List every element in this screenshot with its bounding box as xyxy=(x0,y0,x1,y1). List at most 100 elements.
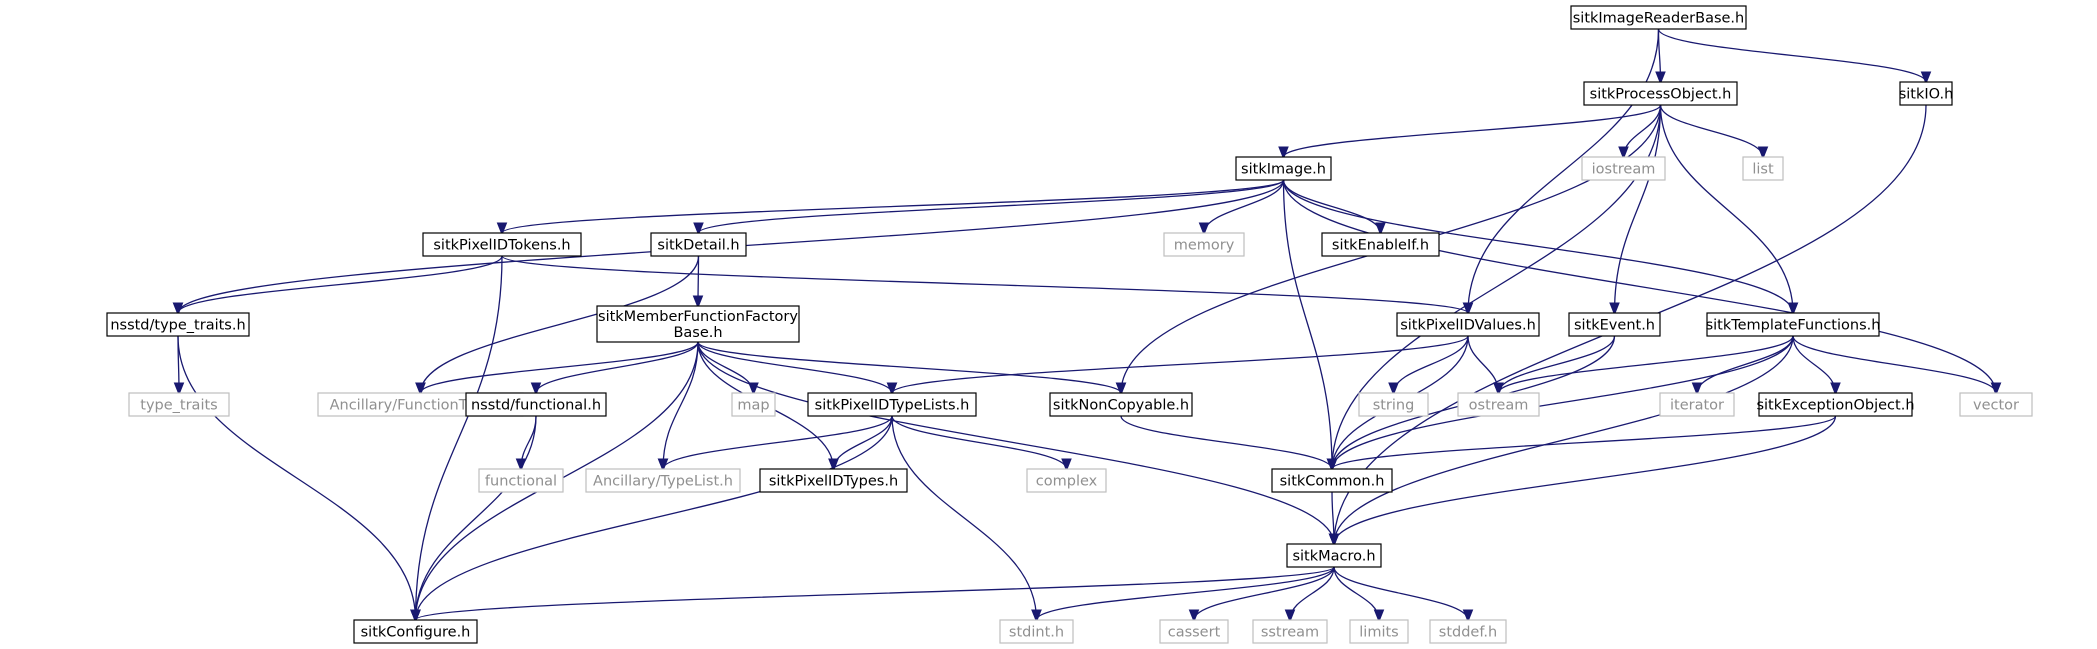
edge-macro-to-stdint xyxy=(1037,566,1335,620)
node-typelist-box xyxy=(585,468,741,493)
node-pixelidvalues-label: sitkPixelIDValues.h xyxy=(1400,318,1536,334)
node-configure[interactable]: sitkConfigure.h xyxy=(353,619,478,644)
node-common[interactable]: sitkCommon.h xyxy=(1271,468,1393,493)
node-pixelidtokens[interactable]: sitkPixelIDTokens.h xyxy=(422,232,582,257)
node-ostream: ostream xyxy=(1457,392,1540,417)
edge-macro-to-cassert xyxy=(1194,566,1335,620)
node-image-box xyxy=(1235,156,1332,181)
node-macro-box xyxy=(1286,543,1382,568)
edge-functional_h-to-functional xyxy=(521,415,537,469)
edge-exceptionobject-to-common xyxy=(1332,415,1837,469)
edge-image-to-vector xyxy=(1282,179,1997,393)
edge-root-to-pixelidvalues xyxy=(1468,28,1660,313)
node-templatefunctions-label: sitkTemplateFunctions.h xyxy=(1706,318,1881,334)
node-vector: vector xyxy=(1959,392,2033,417)
node-image-label: sitkImage.h xyxy=(1241,162,1326,178)
edge-processobject-to-image xyxy=(1284,104,1662,157)
node-functional_h[interactable]: nsstd/functional.h xyxy=(465,392,607,417)
node-event-box xyxy=(1568,312,1661,337)
node-pixelidtypelists-label: sitkPixelIDTypeLists.h xyxy=(815,398,970,414)
node-detail-label: sitkDetail.h xyxy=(657,238,739,254)
node-cassert: cassert xyxy=(1159,619,1229,644)
edges-layer xyxy=(177,28,1997,620)
node-image[interactable]: sitkImage.h xyxy=(1235,156,1332,181)
edge-macro-to-limits xyxy=(1333,566,1379,620)
edge-noncopyable-to-common xyxy=(1120,415,1332,469)
node-iostream-box xyxy=(1581,156,1666,181)
node-map-box xyxy=(731,392,776,417)
edge-mffb-to-functiontraits xyxy=(421,341,699,393)
node-iterator-label: iterator xyxy=(1670,398,1724,414)
edge-templatefunctions-to-iterator xyxy=(1697,335,1794,393)
node-memory: memory xyxy=(1163,232,1245,257)
node-list: list xyxy=(1742,156,1784,181)
edge-pixelidtypelists-to-configure xyxy=(416,415,893,620)
node-functional_h-box xyxy=(465,392,607,417)
node-type_traits-box xyxy=(128,392,230,417)
node-root[interactable]: sitkImageReaderBase.h xyxy=(1570,5,1747,30)
node-enableif[interactable]: sitkEnableIf.h xyxy=(1321,232,1440,257)
node-pixelidtypelists[interactable]: sitkPixelIDTypeLists.h xyxy=(807,392,977,417)
node-pixelidtypes[interactable]: sitkPixelIDTypes.h xyxy=(759,468,908,493)
edge-pixelidtokens-to-typetraits xyxy=(178,255,503,313)
node-event[interactable]: sitkEvent.h xyxy=(1568,312,1661,337)
node-list-label: list xyxy=(1752,162,1774,178)
edge-detail-to-mffb xyxy=(698,255,699,306)
node-io-label: sitkIO.h xyxy=(1899,87,1954,103)
node-pixelidtypelists-box xyxy=(807,392,977,417)
node-root-box xyxy=(1570,5,1747,30)
node-macro[interactable]: sitkMacro.h xyxy=(1286,543,1382,568)
node-limits-label: limits xyxy=(1359,625,1398,641)
node-exceptionobject-box xyxy=(1758,392,1913,417)
node-mffb-box xyxy=(596,305,800,343)
node-pixelidtypes-box xyxy=(759,468,908,493)
edge-pixelidtypelists-to-typelist xyxy=(663,415,893,469)
node-iostream-label: iostream xyxy=(1592,162,1656,178)
node-exceptionobject[interactable]: sitkExceptionObject.h xyxy=(1756,392,1915,417)
node-pixelidvalues[interactable]: sitkPixelIDValues.h xyxy=(1396,312,1540,337)
node-map-label: map xyxy=(737,398,769,414)
node-typetraits-box xyxy=(106,312,250,337)
node-stdint-label: stdint.h xyxy=(1009,625,1064,641)
node-stddef: stddef.h xyxy=(1429,619,1507,644)
node-pixelidtypes-label: sitkPixelIDTypes.h xyxy=(769,474,898,490)
node-processobject[interactable]: sitkProcessObject.h xyxy=(1583,81,1738,106)
node-templatefunctions[interactable]: sitkTemplateFunctions.h xyxy=(1706,312,1881,337)
node-limits-box xyxy=(1349,619,1409,644)
edge-pixelidtokens-to-configure xyxy=(416,255,503,620)
edge-pixelidvalues-to-string xyxy=(1394,335,1469,393)
node-iostream: iostream xyxy=(1581,156,1666,181)
edge-image-to-memory xyxy=(1204,179,1285,233)
node-typelist: Ancillary/TypeList.h xyxy=(585,468,741,493)
edge-pixelidvalues-to-pixelidtypelists xyxy=(892,335,1469,393)
edge-image-to-enableif xyxy=(1282,179,1381,233)
node-stddef-box xyxy=(1429,619,1507,644)
node-sstream-label: sstream xyxy=(1261,625,1319,641)
edge-mffb-to-typelist xyxy=(663,341,699,469)
edge-processobject-to-event xyxy=(1615,104,1662,313)
node-typetraits[interactable]: nsstd/type_traits.h xyxy=(106,312,250,337)
node-mffb-label-2: Base.h xyxy=(673,325,722,341)
node-ostream-label: ostream xyxy=(1469,398,1529,414)
node-stddef-label: stddef.h xyxy=(1439,625,1497,641)
node-complex: complex xyxy=(1026,468,1107,493)
node-noncopyable-label: sitkNonCopyable.h xyxy=(1053,398,1189,414)
edge-processobject-to-list xyxy=(1659,104,1764,157)
node-event-label: sitkEvent.h xyxy=(1574,318,1655,334)
node-memory-label: memory xyxy=(1174,238,1235,254)
node-detail[interactable]: sitkDetail.h xyxy=(650,232,747,257)
edge-typetraits-to-configure xyxy=(177,335,416,620)
node-string-box xyxy=(1358,392,1429,417)
node-io[interactable]: sitkIO.h xyxy=(1899,81,1954,106)
node-noncopyable[interactable]: sitkNonCopyable.h xyxy=(1049,392,1193,417)
edge-macro-to-stddef xyxy=(1333,566,1468,620)
node-iterator: iterator xyxy=(1659,392,1735,417)
edge-templatefunctions-to-vector xyxy=(1792,335,1996,393)
node-processobject-label: sitkProcessObject.h xyxy=(1590,87,1732,103)
node-io-box xyxy=(1899,81,1953,106)
edge-common-to-macro xyxy=(1332,491,1334,544)
node-enableif-label: sitkEnableIf.h xyxy=(1332,238,1429,254)
node-limits: limits xyxy=(1349,619,1409,644)
